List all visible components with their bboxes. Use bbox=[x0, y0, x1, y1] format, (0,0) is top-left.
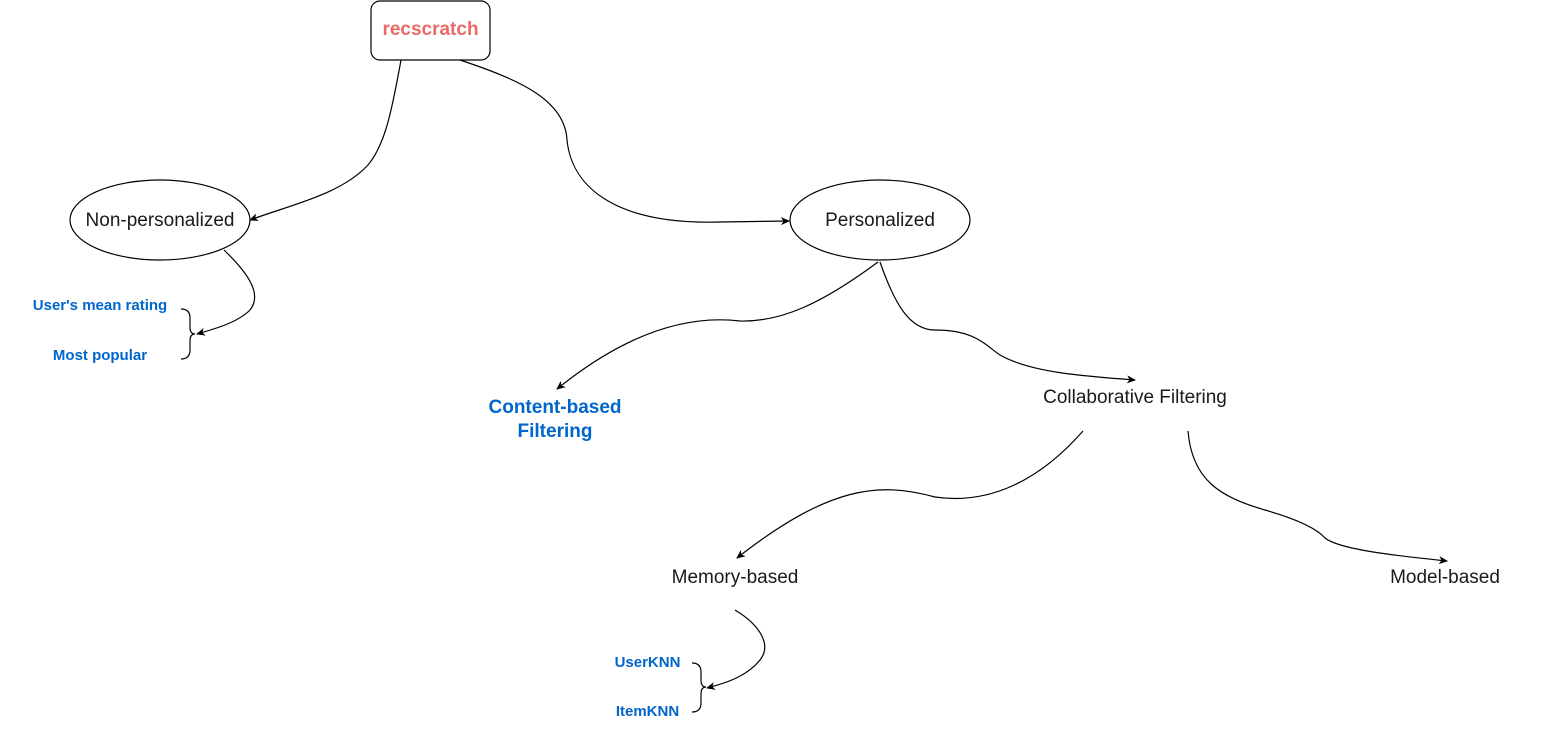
model-based-label[interactable]: Model-based bbox=[1390, 567, 1500, 588]
personalized-node[interactable] bbox=[789, 179, 971, 261]
edge-root-to-non-personalized bbox=[249, 59, 402, 221]
root-label: recscratch bbox=[382, 19, 479, 40]
memory-based-label[interactable]: Memory-based bbox=[671, 567, 799, 588]
content-based-line-1: Content-based bbox=[488, 397, 622, 418]
non-personalized-label: Non-personalized bbox=[85, 210, 235, 231]
edge-collaborative-to-memory-based bbox=[736, 430, 1084, 559]
edge-personalized-to-content-based bbox=[556, 261, 879, 390]
method-users-mean-rating: User's mean rating bbox=[32, 297, 168, 314]
root-node[interactable] bbox=[370, 0, 491, 61]
content-based-filtering-label[interactable]: Content-based Filtering bbox=[460, 396, 650, 444]
content-based-line-2: Filtering bbox=[517, 421, 593, 442]
method-itemknn: ItemKNN bbox=[615, 703, 680, 720]
brace-non-personalized-methods bbox=[180, 308, 196, 360]
method-most-popular: Most popular bbox=[52, 347, 148, 364]
edge-root-to-personalized bbox=[459, 59, 790, 226]
collaborative-filtering-label[interactable]: Collaborative Filtering bbox=[1043, 387, 1227, 408]
method-userknn: UserKNN bbox=[614, 654, 681, 671]
personalized-label: Personalized bbox=[825, 210, 935, 231]
edge-personalized-to-collaborative bbox=[879, 261, 1136, 384]
edge-collaborative-to-model-based bbox=[1187, 430, 1448, 565]
edge-memory-based-to-methods bbox=[706, 609, 766, 690]
edge-non-personalized-to-methods bbox=[196, 249, 256, 336]
brace-memory-based-methods bbox=[691, 662, 707, 713]
